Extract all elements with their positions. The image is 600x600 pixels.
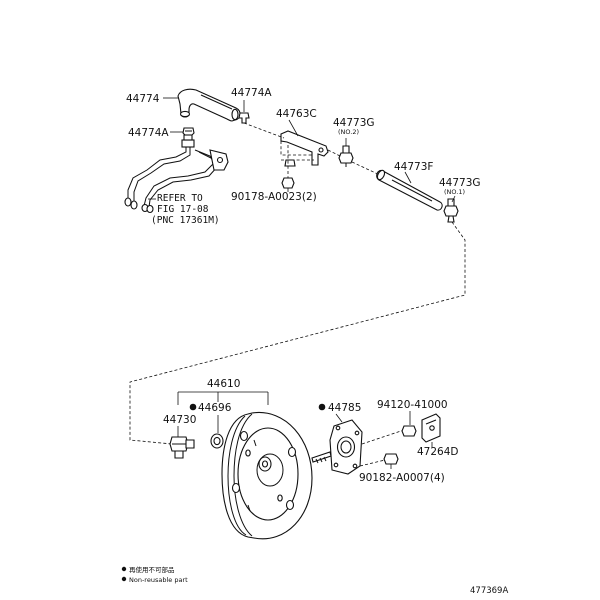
label-44696: 44696 [198, 402, 232, 414]
dash-bracket-loop [280, 141, 314, 161]
legend-dot-1 [121, 566, 127, 572]
check-valve-44773g-no1[interactable] [443, 198, 459, 223]
figure-id: 477369A [470, 586, 508, 596]
legend-text-en: Non-reusable part [129, 576, 188, 584]
label-44774: 44774 [126, 93, 160, 105]
label-90182: 90182-A0007(4) [359, 472, 445, 484]
refer-line-1: REFER TO [157, 193, 203, 204]
dash-gasket-to-clip [361, 429, 405, 445]
label-94120: 94120-41000 [377, 399, 448, 411]
nut-90178-a0023[interactable] [281, 177, 295, 189]
label-44773g-no1: 44773G [439, 177, 481, 189]
hose-44773f[interactable] [376, 169, 443, 211]
check-valve-44773g-no2[interactable] [338, 145, 354, 167]
label-44774a-top: 44774A [231, 87, 272, 99]
leader-44773g-no1 [451, 195, 456, 203]
label-47264d: 47264D [417, 446, 459, 458]
label-44763c: 44763C [276, 108, 317, 120]
clip-44774a-top[interactable] [238, 112, 250, 124]
refer-line-3: (PNC 17361M) [151, 215, 220, 226]
dash-long-connection [129, 221, 466, 445]
label-44774a-left: 44774A [128, 127, 169, 139]
brake-pipe-assembly[interactable] [124, 134, 229, 214]
label-44785: 44785 [328, 402, 361, 414]
nut-94120-41000[interactable] [401, 425, 417, 437]
label-44730: 44730 [163, 414, 196, 426]
dash-bracket-to-valve2 [327, 149, 341, 157]
nut-90182-a0007[interactable] [383, 453, 399, 465]
leader-44785 [335, 413, 343, 423]
dash-gasket-to-nut [359, 459, 386, 467]
leader-44773f [404, 171, 412, 184]
label-no1: (NO.1) [444, 188, 465, 196]
label-44610: 44610 [207, 378, 240, 390]
label-90178: 90178-A0023(2) [231, 191, 317, 203]
leader-44610 [177, 391, 269, 405]
label-no2: (NO.2) [338, 128, 359, 136]
label-44773f: 44773F [394, 161, 433, 173]
legend-dot-2 [121, 576, 127, 582]
label-44773g-no2: 44773G [333, 117, 375, 129]
clevis-47264d[interactable] [421, 413, 441, 443]
grommet-44696[interactable] [210, 433, 224, 449]
brake-booster-44610[interactable] [221, 411, 313, 540]
refer-line-2: FIG 17-08 [157, 204, 209, 215]
booster-push-rod[interactable] [311, 451, 332, 464]
leader-44763c [288, 119, 299, 137]
dash-hose-to-bracket [243, 122, 285, 139]
bracket-44763c[interactable] [280, 130, 329, 167]
gasket-44785[interactable] [329, 419, 363, 475]
check-valve-44730[interactable] [169, 436, 195, 459]
nonreusable-dot-44785 [318, 403, 326, 411]
legend-text-jp: 再使用不可部品 [129, 565, 175, 574]
nonreusable-dot-44696 [189, 403, 197, 411]
vacuum-hose-44774[interactable] [177, 88, 241, 122]
